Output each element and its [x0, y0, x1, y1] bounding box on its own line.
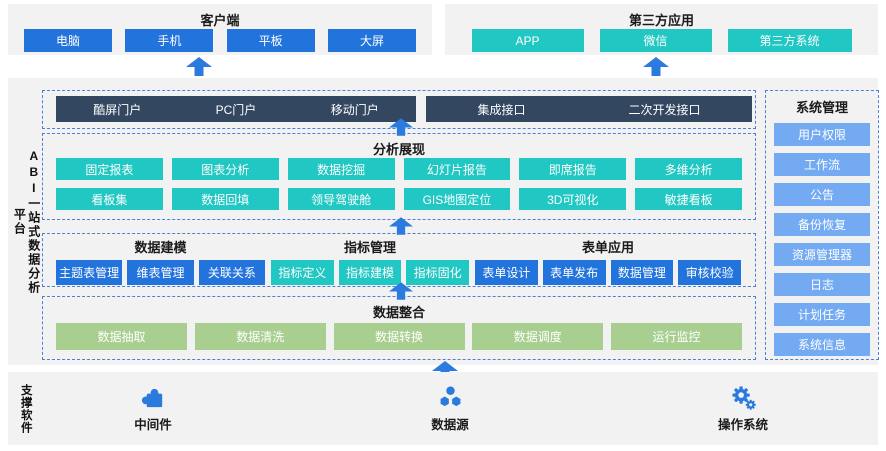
portal-item: 酷屏门户: [93, 102, 142, 117]
form-item: 表单发布: [542, 260, 606, 285]
support-item-label: 数据源: [431, 418, 469, 432]
integration-item: 数据转换: [333, 323, 465, 350]
integration-item: 数据抽取: [56, 323, 187, 350]
analysis-item: 数据挖掘: [287, 158, 395, 180]
interface-bar: 集成接口 二次开发接口: [426, 96, 752, 122]
system-item: 公告: [774, 183, 870, 206]
system-management-group: 系统管理 用户权限 工作流 公告 备份恢复 资源管理器 日志 计划任务 系统信息: [765, 90, 879, 360]
platform-title-suffix: 平台: [12, 207, 27, 236]
third-party-item: 第三方系统: [727, 29, 852, 52]
third-party-item: APP: [471, 29, 584, 52]
form-item: 表单设计: [475, 260, 538, 285]
analysis-group-title: 分析展现: [372, 142, 425, 157]
puzzle-icon: [141, 388, 162, 408]
third-party-section-title: 第三方应用: [628, 13, 694, 28]
analysis-item: 领导驾驶舱: [287, 188, 395, 210]
third-party-items-row: APP 微信 第三方系统: [445, 29, 878, 52]
integration-group-title: 数据整合: [372, 305, 425, 320]
analysis-item: 即席报告: [519, 158, 627, 180]
analysis-items-grid: 固定报表 图表分析 数据挖掘 幻灯片报告 即席报告 多维分析 看板集 数据回填 …: [56, 158, 742, 210]
client-item: 大屏: [327, 29, 416, 52]
gears-icon: [731, 386, 756, 410]
system-item: 计划任务: [774, 303, 870, 326]
portal-item: PC门户: [215, 102, 257, 117]
third-party-section: 第三方应用 APP 微信 第三方系统: [445, 4, 878, 55]
modeling-item: 维表管理: [127, 260, 194, 285]
system-item: 日志: [774, 273, 870, 296]
portal-group: 酷屏门户 PC门户 移动门户 集成接口 二次开发接口: [42, 90, 756, 129]
analysis-item: 3D可视化: [519, 188, 627, 210]
third-party-item: 微信: [599, 29, 712, 52]
data-modeling-title: 数据建模: [134, 240, 187, 255]
client-item: 平板: [226, 29, 315, 52]
support-item-os: 操作系统: [698, 384, 788, 433]
interface-item: 集成接口: [477, 102, 526, 117]
support-item-datasource: 数据源: [405, 384, 495, 433]
data-source-icon: [440, 386, 460, 407]
form-subgroup: 表单应用 表单设计 表单发布 数据管理 审核校验: [475, 237, 741, 285]
analysis-item: 固定报表: [56, 158, 163, 180]
support-section-title: 支撑软件: [18, 372, 32, 445]
client-items-row: 电脑 手机 平板 大屏: [24, 29, 416, 52]
analysis-item: GIS地图定位: [403, 188, 511, 210]
analysis-item: 敏捷看板: [635, 188, 742, 210]
integration-item: 数据清洗: [194, 323, 326, 350]
indicator-subgroup: 指标管理 指标定义 指标建模 指标固化: [271, 237, 470, 285]
analysis-item: 多维分析: [635, 158, 742, 180]
integration-items-row: 数据抽取 数据清洗 数据转换 数据调度 运行监控: [56, 323, 742, 350]
system-item: 用户权限: [774, 123, 870, 146]
up-arrow-icon: [389, 118, 413, 136]
support-title-text: 支撑软件: [19, 383, 32, 434]
indicator-item: 指标定义: [271, 260, 334, 285]
analysis-item: 图表分析: [171, 158, 279, 180]
up-arrow-icon: [643, 57, 669, 76]
analysis-item: 看板集: [56, 188, 163, 210]
analysis-item: 幻灯片报告: [403, 158, 511, 180]
integration-item: 运行监控: [611, 323, 742, 350]
modeling-item: 主题表管理: [56, 260, 123, 285]
client-section-title: 客户端: [200, 13, 240, 28]
analysis-group: 分析展现 固定报表 图表分析 数据挖掘 幻灯片报告 即席报告 多维分析 看板集 …: [42, 133, 756, 220]
client-item: 电脑: [24, 29, 112, 52]
platform-section: 平台 ABI一站式数据分析 酷屏门户 PC门户 移动门户 集成接口 二次开发接口…: [8, 78, 879, 365]
support-item-label: 中间件: [134, 418, 172, 432]
up-arrow-icon: [432, 361, 458, 380]
client-section: 客户端 电脑 手机 平板 大屏: [8, 4, 432, 55]
indicator-item: 指标固化: [406, 260, 470, 285]
form-title: 表单应用: [581, 240, 634, 255]
portal-item: 移动门户: [330, 102, 379, 117]
modeling-item: 关联关系: [198, 260, 265, 285]
interface-item: 二次开发接口: [628, 102, 701, 117]
system-items-list: 用户权限 工作流 公告 备份恢复 资源管理器 日志 计划任务 系统信息: [766, 123, 878, 356]
portal-bar: 酷屏门户 PC门户 移动门户: [56, 96, 416, 122]
system-management-title: 系统管理: [795, 100, 848, 115]
system-item: 资源管理器: [774, 243, 870, 266]
client-item: 手机: [125, 29, 214, 52]
modeling-group: 数据建模 主题表管理 维表管理 关联关系 指标管理 指标定义 指标建模 指标固化…: [42, 233, 756, 287]
form-item: 数据管理: [610, 260, 674, 285]
integration-item: 数据调度: [472, 323, 604, 350]
up-arrow-icon: [389, 217, 413, 235]
system-item: 备份恢复: [774, 213, 870, 236]
up-arrow-icon: [186, 57, 212, 76]
support-item-middleware: 中间件: [108, 384, 198, 433]
analysis-item: 数据回填: [171, 188, 279, 210]
system-item: 工作流: [774, 153, 870, 176]
platform-vertical-title: 平台 ABI一站式数据分析: [12, 78, 41, 365]
support-item-label: 操作系统: [717, 418, 768, 432]
data-modeling-subgroup: 数据建模 主题表管理 维表管理 关联关系: [56, 237, 265, 285]
platform-title-main: ABI一站式数据分析: [26, 148, 41, 295]
up-arrow-icon: [389, 282, 413, 300]
system-item: 系统信息: [774, 333, 870, 356]
indicator-title: 指标管理: [343, 240, 396, 255]
support-section: 支撑软件 中间件 数据源: [8, 372, 878, 445]
form-item: 审核校验: [678, 260, 741, 285]
indicator-item: 指标建模: [338, 260, 402, 285]
integration-group: 数据整合 数据抽取 数据清洗 数据转换 数据调度 运行监控: [42, 296, 756, 360]
